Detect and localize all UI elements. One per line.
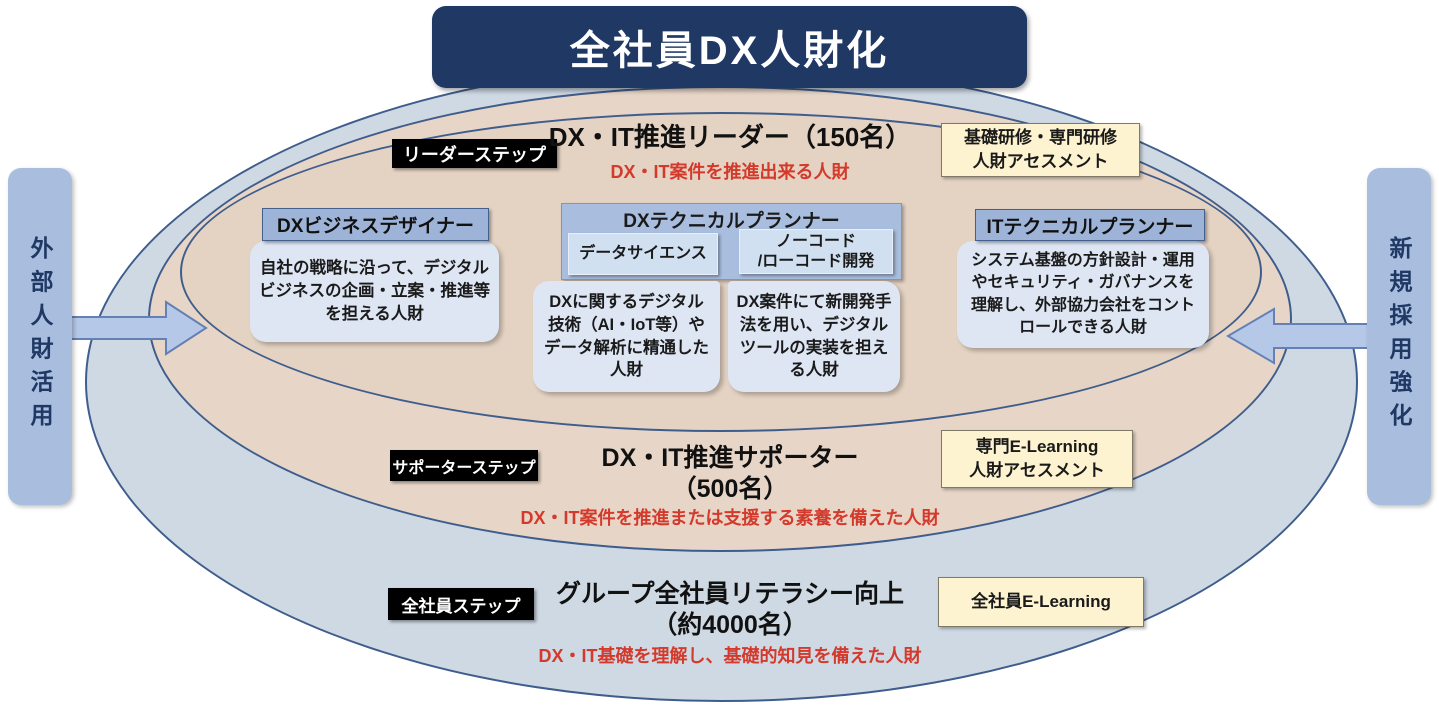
- external-talent-label: 外部人財活用: [27, 236, 53, 437]
- step-tag-leader: リーダーステップ: [392, 139, 557, 168]
- step-tag-supporter: サポーターステップ: [390, 450, 538, 481]
- step-subtext-supporter: DX・IT案件を推進または支援する素養を備えた人財: [520, 508, 940, 528]
- step-subtext-allstaff: DX・IT基礎を理解し、基礎的知見を備えた人財: [538, 646, 922, 666]
- role-desc-dx-business-designer: 自社の戦略に沿って、デジタルビジネスの企画・立案・推進等を担える人財: [250, 241, 499, 342]
- step-tag-allstaff: 全社員ステップ: [388, 588, 534, 620]
- diagram-title: 全社員DX人財化: [569, 29, 890, 73]
- step-subtext-leader: DX・IT案件を推進出来る人財: [610, 162, 850, 182]
- step-heading-allstaff: グループ全社員リテラシー向上 （約4000名）: [555, 580, 904, 639]
- step-heading-supporter: DX・IT推進サポーター （500名）: [601, 444, 859, 503]
- role-desc-data-science: DXに関するデジタル技術（AI・IoT等）やデータ解析に精通した人財: [533, 281, 720, 392]
- step-heading-leader: DX・IT推進リーダー（150名）: [548, 122, 912, 152]
- role-header-dx-business-designer: DXビジネスデザイナー: [262, 208, 489, 241]
- new-hire-panel: 新規採用強化: [1367, 168, 1431, 505]
- new-hire-label: 新規採用強化: [1386, 236, 1412, 437]
- diagram-title-box: 全社員DX人財化: [432, 6, 1027, 88]
- new-hire-arrow-icon: [1226, 307, 1372, 365]
- external-talent-arrow-icon: [70, 300, 208, 356]
- role-desc-it-technical-planner: システム基盤の方針設計・運用やセキュリティ・ガバナンスを理解し、外部協力会社をコ…: [957, 241, 1209, 348]
- role-header-dx-technical-planner: DXテクニカルプランナー: [623, 211, 840, 232]
- badge-allstaff-elearning: 全社員E-Learning: [938, 577, 1144, 627]
- subrole-header-nocode-lowcode: ノーコード /ローコード開発: [739, 229, 893, 274]
- badge-supporter-elearning: 専門E-Learning 人財アセスメント: [941, 430, 1133, 488]
- badge-leader-training: 基礎研修・専門研修 人財アセスメント: [941, 123, 1140, 177]
- external-talent-panel: 外部人財活用: [8, 168, 72, 505]
- role-header-it-technical-planner: ITテクニカルプランナー: [975, 209, 1205, 241]
- role-desc-nocode-lowcode: DX案件にて新開発手法を用い、デジタルツールの実装を担える人財: [728, 281, 900, 392]
- subrole-header-data-science: データサイエンス: [568, 233, 718, 275]
